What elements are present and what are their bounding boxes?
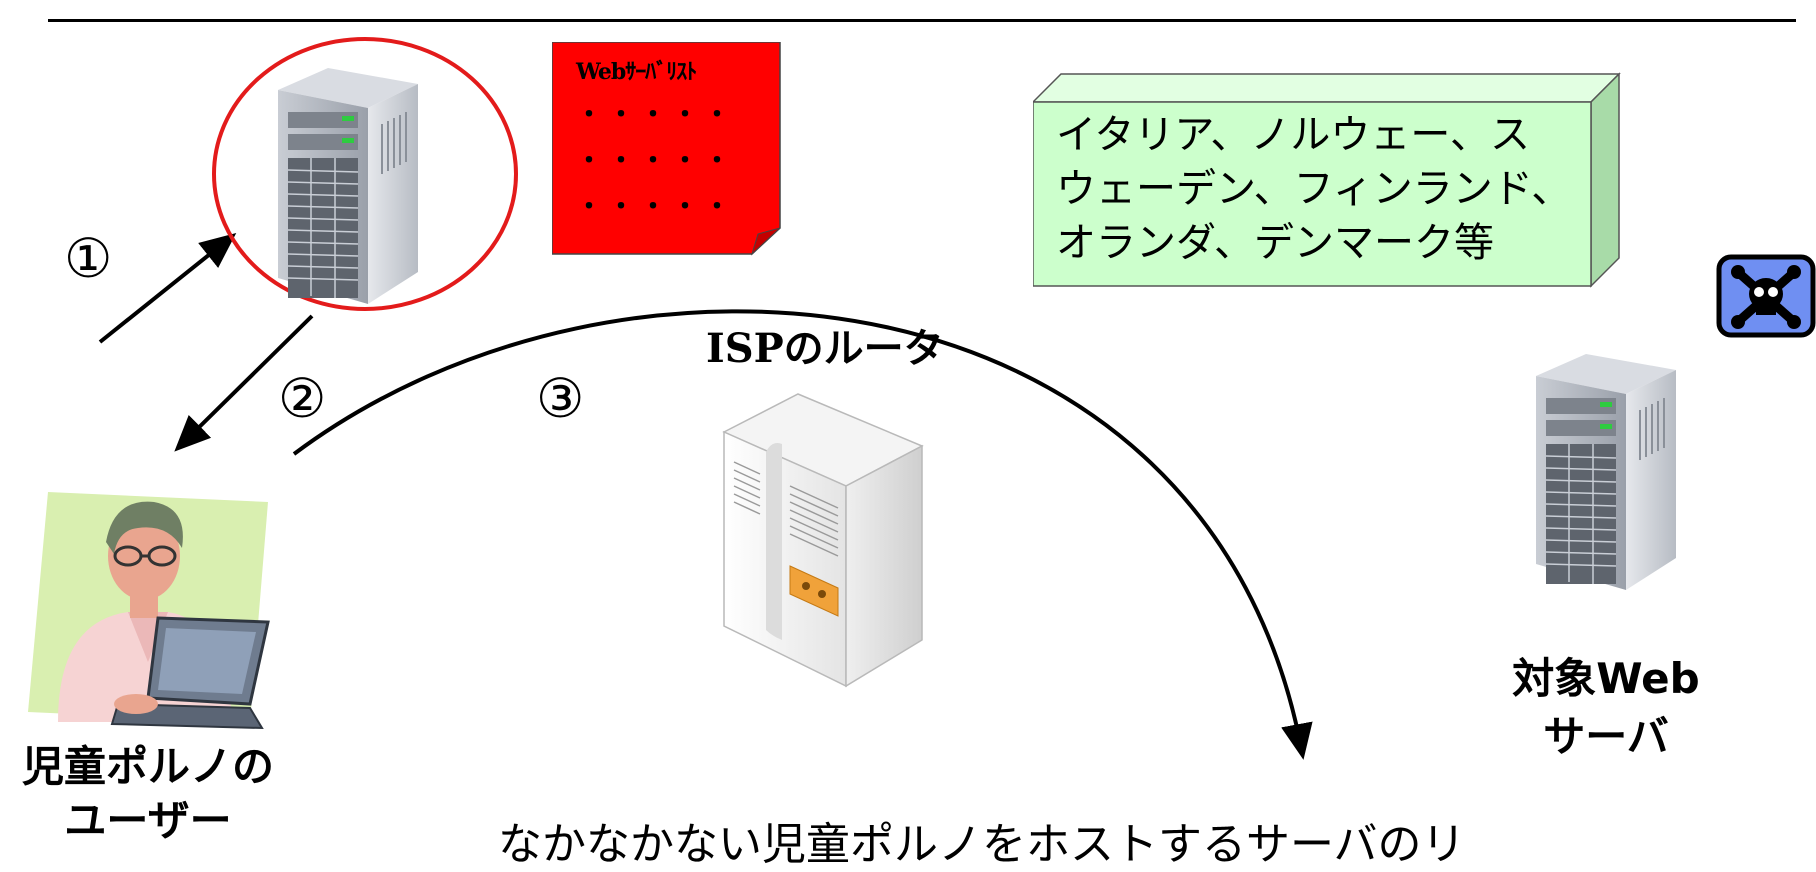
user-label: 児童ポルノの ユーザー <box>0 740 296 848</box>
server-list-line: ・・・・・ <box>576 146 737 176</box>
step-3-label: ③ <box>536 367 585 430</box>
user-label-line: 児童ポルノの <box>21 742 274 791</box>
target-server-icon <box>1536 354 1676 590</box>
country-line: オランダ、デンマーク等 <box>1056 220 1494 266</box>
country-line: イタリア、ノルウェー、ス <box>1056 112 1530 158</box>
country-line: ウェーデン、フィンランド、 <box>1056 166 1572 212</box>
server-list-title: Webｻｰﾊﾞﾘｽﾄ <box>576 59 697 85</box>
target-label-line: サーバ <box>1543 712 1669 761</box>
top-rule <box>48 19 1796 22</box>
server-list-line: ・・・・・ <box>576 192 737 222</box>
skull-crossbones-icon <box>1716 254 1816 338</box>
router-label: ISPのルータ <box>706 325 944 372</box>
step-1-label: ① <box>64 227 113 290</box>
highlight-circle <box>212 37 518 311</box>
country-list-text: イタリア、ノルウェー、ス ウェーデン、フィンランド、 オランダ、デンマーク等 <box>1056 108 1576 270</box>
step-2-label: ② <box>278 367 327 430</box>
user-at-laptop-icon <box>28 492 270 730</box>
user-label-line: ユーザー <box>64 796 232 845</box>
arrow-2 <box>174 314 314 452</box>
bottom-caption: なかなかない児童ポルノをホストするサーバのリ <box>498 819 1466 870</box>
arrow-3 <box>292 309 1313 760</box>
isp-router-icon <box>722 393 924 688</box>
target-server-label: 対象Web サーバ <box>1496 650 1716 766</box>
server-list-note: Webｻｰﾊﾞﾘｽﾄ ・・・・・ ・・・・・ ・・・・・ <box>552 42 782 256</box>
flow-arrows <box>98 233 1313 760</box>
server-list-line: ・・・・・ <box>576 100 737 130</box>
tower-server-icon <box>278 68 418 304</box>
target-label-line: 対象Web <box>1512 654 1700 703</box>
country-list-box <box>1033 72 1621 288</box>
arrow-1 <box>98 233 237 344</box>
